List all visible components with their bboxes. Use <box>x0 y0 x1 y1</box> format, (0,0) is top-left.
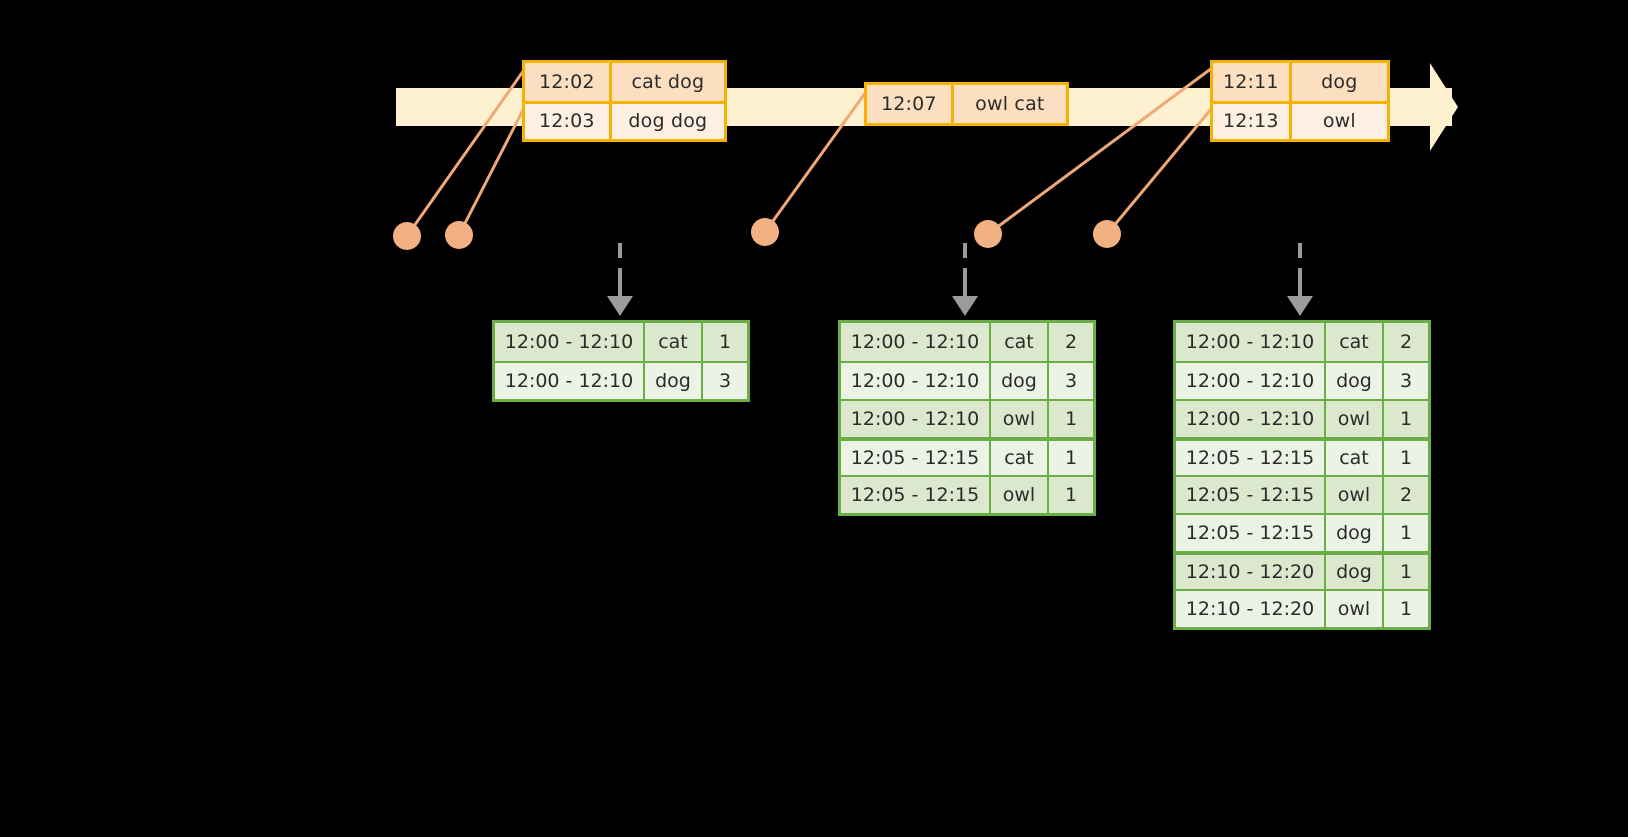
count-cell: 1 <box>1384 555 1428 589</box>
event-row[interactable]: 12:02 cat dog <box>525 63 724 101</box>
table-row[interactable]: 12:05 - 12:15 owl 2 <box>1176 475 1428 513</box>
event-words: dog <box>1291 63 1387 101</box>
dashed-arrows <box>618 243 1302 300</box>
table-row[interactable]: 12:00 - 12:10 dog 3 <box>495 361 747 399</box>
count-cell: 1 <box>1384 401 1428 437</box>
table-row[interactable]: 12:10 - 12:20 owl 1 <box>1176 589 1428 627</box>
event-words: dog dog <box>611 104 724 139</box>
table-row[interactable]: 12:05 - 12:15 dog 1 <box>1176 513 1428 551</box>
count-cell: 2 <box>1384 323 1428 361</box>
key-cell: dog <box>1326 515 1384 551</box>
window-cell: 12:05 - 12:15 <box>1176 515 1326 551</box>
window-cell: 12:00 - 12:10 <box>495 323 645 361</box>
key-cell: dog <box>991 363 1049 399</box>
table-row[interactable]: 12:10 - 12:20 dog 1 <box>1176 551 1428 589</box>
key-cell: cat <box>1326 441 1384 475</box>
table-row[interactable]: 12:00 - 12:10 cat 2 <box>841 323 1093 361</box>
window-cell: 12:05 - 12:15 <box>1176 477 1326 513</box>
event-time: 12:11 <box>1213 63 1292 101</box>
key-cell: dog <box>1326 555 1384 589</box>
arrow-head-1 <box>607 296 633 316</box>
window-cell: 12:00 - 12:10 <box>841 363 991 399</box>
count-cell: 3 <box>1049 363 1093 399</box>
window-cell: 12:00 - 12:10 <box>495 363 645 399</box>
count-cell: 2 <box>1384 477 1428 513</box>
connector-line-5 <box>1105 107 1214 235</box>
event-time: 12:07 <box>867 85 954 123</box>
dashed-arrow-dashes <box>617 258 1303 268</box>
key-cell: cat <box>645 323 703 361</box>
event-dot-5 <box>1093 220 1121 248</box>
table-row[interactable]: 12:00 - 12:10 dog 3 <box>841 361 1093 399</box>
key-cell: owl <box>1326 401 1384 437</box>
connector-dots <box>393 218 1121 250</box>
count-cell: 1 <box>1049 401 1093 437</box>
count-cell: 2 <box>1049 323 1093 361</box>
arrow-head-2 <box>952 296 978 316</box>
dashed-arrow-heads <box>607 296 1313 316</box>
result-table-3[interactable]: 12:00 - 12:10 cat 2 12:00 - 12:10 dog 3 … <box>1173 320 1431 630</box>
key-cell: cat <box>991 441 1049 475</box>
count-cell: 1 <box>1384 441 1428 475</box>
key-cell: cat <box>1326 323 1384 361</box>
event-time: 12:03 <box>525 104 612 139</box>
event-dot-1 <box>393 222 421 250</box>
connector-line-3 <box>763 91 868 233</box>
count-cell: 1 <box>1049 477 1093 513</box>
table-row[interactable]: 12:00 - 12:10 dog 3 <box>1176 361 1428 399</box>
event-words: cat dog <box>611 63 724 101</box>
table-row[interactable]: 12:05 - 12:15 cat 1 <box>841 437 1093 475</box>
table-row[interactable]: 12:00 - 12:10 owl 1 <box>1176 399 1428 437</box>
table-row[interactable]: 12:00 - 12:10 cat 1 <box>495 323 747 361</box>
key-cell: owl <box>991 401 1049 437</box>
window-cell: 12:10 - 12:20 <box>1176 591 1326 627</box>
window-cell: 12:05 - 12:15 <box>841 441 991 475</box>
count-cell: 1 <box>703 323 747 361</box>
connector-line-2 <box>457 107 526 236</box>
count-cell: 3 <box>1384 363 1428 399</box>
table-row[interactable]: 12:05 - 12:15 owl 1 <box>841 475 1093 513</box>
event-group-3[interactable]: 12:11 dog 12:13 owl <box>1210 60 1390 142</box>
key-cell: dog <box>645 363 703 399</box>
table-row[interactable]: 12:00 - 12:10 cat 2 <box>1176 323 1428 361</box>
count-cell: 1 <box>1049 441 1093 475</box>
key-cell: cat <box>991 323 1049 361</box>
event-group-1[interactable]: 12:02 cat dog 12:03 dog dog <box>522 60 727 142</box>
count-cell: 1 <box>1384 515 1428 551</box>
event-row[interactable]: 12:11 dog <box>1213 63 1387 101</box>
event-words: owl cat <box>953 85 1066 123</box>
key-cell: dog <box>1326 363 1384 399</box>
table-row[interactable]: 12:00 - 12:10 owl 1 <box>841 399 1093 437</box>
event-row[interactable]: 12:13 owl <box>1213 101 1387 139</box>
event-time: 12:02 <box>525 63 612 101</box>
result-table-2[interactable]: 12:00 - 12:10 cat 2 12:00 - 12:10 dog 3 … <box>838 320 1096 516</box>
window-cell: 12:00 - 12:10 <box>841 323 991 361</box>
result-table-1[interactable]: 12:00 - 12:10 cat 1 12:00 - 12:10 dog 3 <box>492 320 750 402</box>
window-cell: 12:00 - 12:10 <box>1176 363 1326 399</box>
count-cell: 3 <box>703 363 747 399</box>
connector-line-1 <box>405 69 526 237</box>
table-row[interactable]: 12:05 - 12:15 cat 1 <box>1176 437 1428 475</box>
window-cell: 12:00 - 12:10 <box>1176 323 1326 361</box>
window-cell: 12:00 - 12:10 <box>1176 401 1326 437</box>
window-cell: 12:05 - 12:15 <box>1176 441 1326 475</box>
key-cell: owl <box>991 477 1049 513</box>
key-cell: owl <box>1326 477 1384 513</box>
window-cell: 12:10 - 12:20 <box>1176 555 1326 589</box>
count-cell: 1 <box>1384 591 1428 627</box>
window-cell: 12:00 - 12:10 <box>841 401 991 437</box>
window-cell: 12:05 - 12:15 <box>841 477 991 513</box>
event-dot-3 <box>751 218 779 246</box>
event-words: owl <box>1291 104 1387 139</box>
event-dot-2 <box>445 221 473 249</box>
event-time: 12:13 <box>1213 104 1292 139</box>
event-dot-4 <box>974 220 1002 248</box>
event-row[interactable]: 12:03 dog dog <box>525 101 724 139</box>
event-group-2[interactable]: 12:07 owl cat <box>864 82 1069 126</box>
event-row[interactable]: 12:07 owl cat <box>867 85 1066 123</box>
key-cell: owl <box>1326 591 1384 627</box>
arrow-head-3 <box>1287 296 1313 316</box>
